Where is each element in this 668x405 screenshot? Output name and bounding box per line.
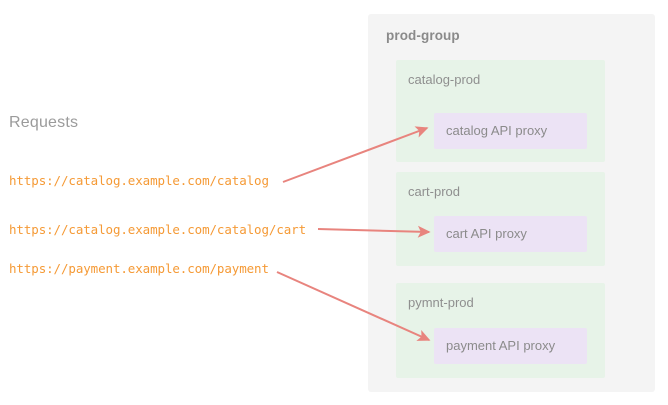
outer-group-title: prod-group xyxy=(386,28,460,43)
request-url-payment: https://payment.example.com/payment xyxy=(9,261,269,276)
proxy-box-cart-api-proxy: cart API proxy xyxy=(434,216,587,252)
request-url-catalog-cart: https://catalog.example.com/catalog/cart xyxy=(9,222,307,237)
requests-heading: Requests xyxy=(9,114,79,131)
proxy-box-catalog-api-proxy: catalog API proxy xyxy=(434,113,587,149)
request-url-catalog: https://catalog.example.com/catalog xyxy=(9,173,269,188)
sub-group-title-catalog-prod: catalog-prod xyxy=(408,72,481,87)
proxy-label-payment-api-proxy: payment API proxy xyxy=(446,338,556,353)
sub-group-title-cart-prod: cart-prod xyxy=(408,184,461,199)
proxy-box-payment-api-proxy: payment API proxy xyxy=(434,328,587,364)
sub-group-title-pymnt-prod: pymnt-prod xyxy=(408,295,474,310)
sub-group-pymnt-prod: pymnt-prod payment API proxy xyxy=(396,283,605,378)
outer-group-prod-group: prod-group catalog-prod catalog API prox… xyxy=(368,14,655,392)
sub-group-cart-prod: cart-prod cart API proxy xyxy=(396,172,605,266)
proxy-label-catalog-api-proxy: catalog API proxy xyxy=(446,123,548,138)
proxy-label-cart-api-proxy: cart API proxy xyxy=(446,226,527,241)
sub-group-catalog-prod: catalog-prod catalog API proxy xyxy=(396,60,605,162)
